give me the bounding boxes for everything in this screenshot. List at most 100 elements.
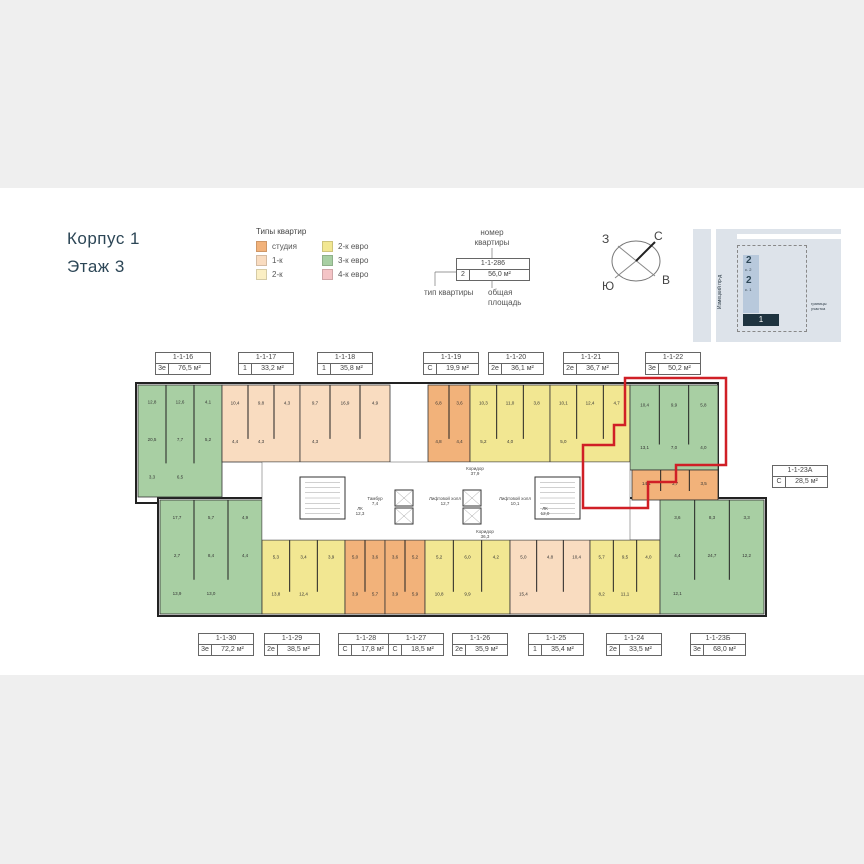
common-area-name: Лифтовой холл — [429, 495, 461, 501]
unit-area[interactable] — [221, 384, 301, 463]
key-type-caption: тип квартиры — [424, 288, 474, 297]
room-area: 13,9 — [173, 591, 182, 596]
legend-swatch — [256, 269, 267, 280]
room-area: 4,4 — [674, 553, 681, 558]
unit-number: 1-1-23Б — [691, 634, 745, 645]
compass-south: Ю — [602, 279, 614, 293]
room-area: 5,3 — [273, 555, 280, 560]
legend-item: студия — [256, 241, 297, 252]
room-area: 3,6 — [456, 400, 463, 405]
room-area: 4,4 — [242, 553, 249, 558]
room-area: 4,0 — [700, 445, 707, 450]
room-area: 9,9 — [464, 592, 471, 597]
building-2-c1-sub: с. 1 — [745, 287, 752, 292]
unit-area[interactable] — [549, 384, 631, 463]
unit-area[interactable] — [159, 499, 263, 615]
unit-area[interactable] — [261, 539, 346, 615]
building-1: 1 — [743, 314, 779, 326]
selected-unit-highlight — [581, 376, 728, 510]
room-area: 12,2 — [742, 553, 751, 558]
unit-area[interactable] — [137, 384, 223, 498]
stairwell — [299, 476, 346, 520]
common-area-name: Тамбур — [367, 496, 383, 501]
legend-item: 1-к — [256, 255, 283, 266]
legend-swatch — [322, 255, 333, 266]
room-area: 5,0 — [560, 439, 567, 444]
common-area-name: Лифтовой холл — [499, 495, 531, 501]
room-area: 6,8 — [435, 400, 442, 405]
unit-type: С — [773, 477, 786, 487]
compass-north: С — [654, 229, 663, 243]
room-area: 8,4 — [208, 553, 215, 558]
unit-total-area: 72,2 м² — [221, 646, 244, 653]
room-area: 10,1 — [559, 400, 568, 405]
room-area: 4,3 — [284, 400, 291, 405]
unit-area[interactable] — [509, 539, 591, 615]
unit-area[interactable] — [299, 384, 391, 463]
unit-type: 3е — [199, 645, 212, 655]
unit-total-area: 33,2 м² — [261, 365, 284, 372]
unit-total-area: 28,5 м² — [795, 478, 818, 485]
room-area: 11,0 — [506, 400, 515, 405]
building-2-c1: 2 — [746, 275, 752, 286]
room-area: 13,8 — [271, 592, 280, 597]
unit-total-area: 17,8 м² — [361, 646, 384, 653]
room-area: 10,4 — [640, 402, 649, 407]
room-area: 2,7 — [174, 553, 181, 558]
unit-total-area: 50,2 м² — [668, 365, 691, 372]
legend-swatch — [322, 269, 333, 280]
unit-area[interactable] — [659, 499, 765, 615]
room-area: 14,1 — [642, 481, 651, 486]
room-area: 5,7 — [372, 592, 379, 597]
unit-area[interactable] — [469, 384, 551, 463]
room-area: 9,5 — [622, 555, 629, 560]
unit-total-area: 19,9 м² — [446, 365, 469, 372]
room-area: 7,0 — [671, 445, 678, 450]
legend-item: 2-к евро — [322, 241, 368, 252]
unit-area[interactable] — [589, 539, 661, 615]
unit-number: 1-1-20 — [489, 353, 543, 364]
unit-area[interactable] — [629, 384, 719, 471]
elevator-icon — [394, 489, 414, 507]
elevator-icon — [394, 507, 414, 525]
unit-number: 1-1-29 — [265, 634, 319, 645]
unit-type: 3е — [691, 645, 704, 655]
common-area-name: ЛК — [357, 506, 363, 511]
room-area: 7,7 — [177, 437, 184, 442]
unit-area[interactable] — [424, 539, 511, 615]
room-area: 4,2 — [493, 555, 500, 560]
